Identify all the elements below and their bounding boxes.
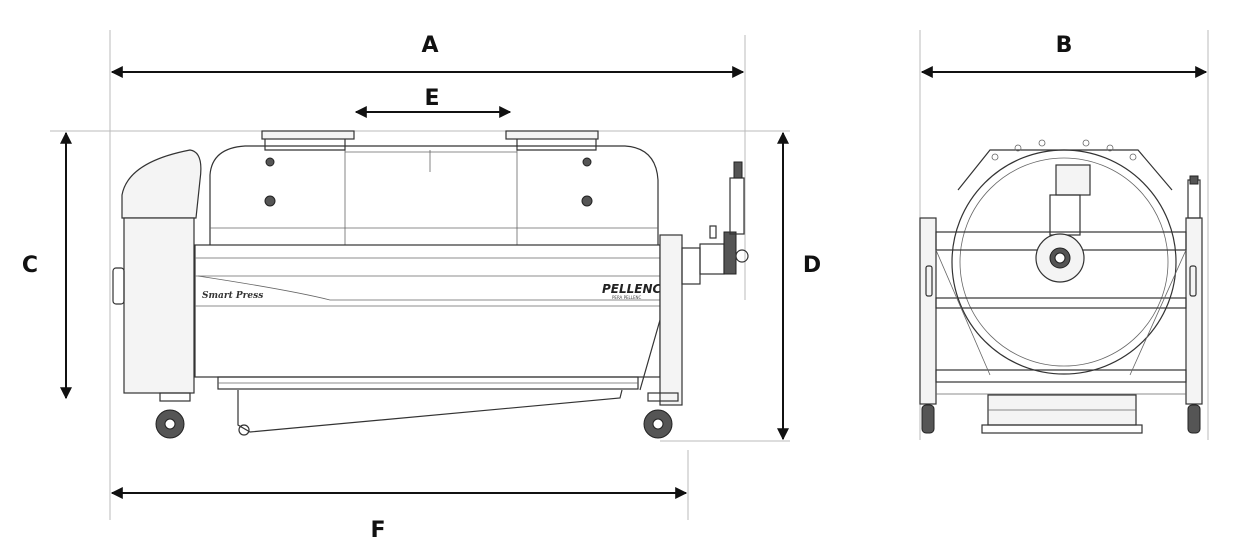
dimension-label-B: B (1056, 33, 1073, 58)
extension-lines (50, 30, 1209, 520)
main-frame (194, 244, 661, 378)
dimension-label-F: F (370, 518, 385, 543)
front-castor-right (1187, 404, 1201, 434)
brand-logo: PELLENC (602, 282, 662, 296)
front-view (919, 139, 1203, 434)
dimension-arrows (60, 66, 1208, 499)
control-cabinet (123, 217, 195, 394)
side-view: Smart Press PELLENC PERA PELLENC (112, 130, 749, 439)
model-label: Smart Press (202, 291, 263, 301)
dimension-labels: A E B C D F (22, 33, 1072, 543)
dimension-label-A: A (421, 33, 438, 58)
dimension-label-C: C (22, 253, 38, 278)
loading-door-right (505, 130, 599, 151)
brand-subtext: PERA PELLENC (612, 295, 641, 300)
loading-door-left (261, 130, 355, 151)
front-frame-left (919, 217, 937, 405)
castor-right (643, 392, 679, 439)
end-frame (659, 234, 683, 406)
front-frame-right (1185, 217, 1203, 405)
dimension-label-E: E (424, 86, 439, 111)
control-cabinet-hood (121, 149, 202, 219)
dimension-label-D: D (803, 253, 821, 278)
castor-left (155, 392, 191, 439)
front-castor-left (921, 404, 935, 434)
press-tank (209, 145, 659, 245)
